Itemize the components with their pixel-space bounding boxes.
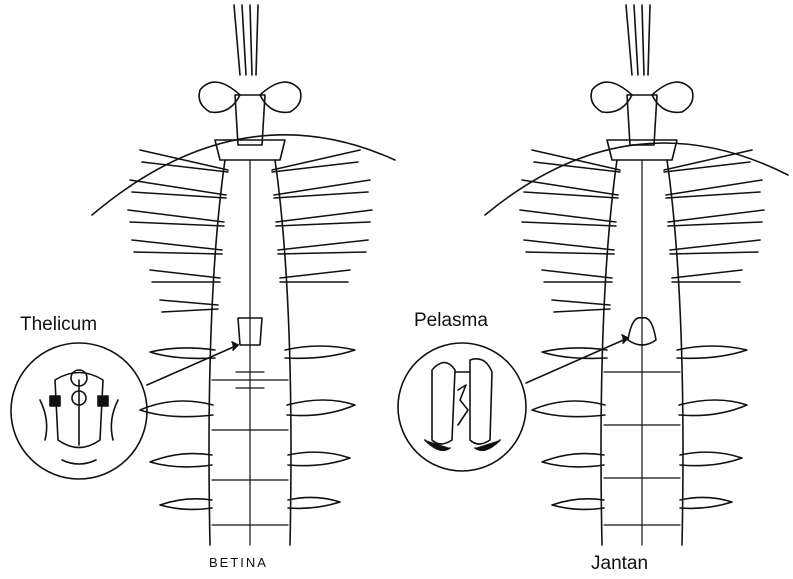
pelasma-arrowhead — [622, 335, 628, 343]
pelasma-label: Pelasma — [414, 310, 488, 332]
male-pleopods-right — [677, 346, 747, 508]
pelasma-pointer-line — [526, 338, 628, 383]
male-shrimp-illustration — [398, 5, 788, 545]
female-head-lobes — [199, 82, 301, 160]
female-pleopods-right — [285, 346, 355, 508]
male-antennae — [626, 5, 650, 75]
male-legs-right — [664, 150, 764, 282]
female-shrimp-illustration — [11, 5, 395, 545]
thelicum-arrowhead — [232, 342, 238, 350]
male-head-lobes — [591, 82, 693, 160]
female-legs-right — [272, 150, 372, 282]
male-pleopods-left — [532, 348, 607, 510]
thelicum-inset-circle — [11, 343, 147, 479]
female-carapace-outline — [92, 135, 395, 215]
thelicum-label: Thelicum — [20, 314, 97, 336]
jantan-caption: Jantan — [591, 553, 648, 575]
thelicum-pointer-line — [147, 345, 238, 385]
male-carapace-outline — [485, 143, 788, 215]
pelasma-inset-circle — [398, 343, 526, 471]
female-antennae — [234, 5, 258, 75]
betina-caption: BETINA — [209, 555, 268, 570]
